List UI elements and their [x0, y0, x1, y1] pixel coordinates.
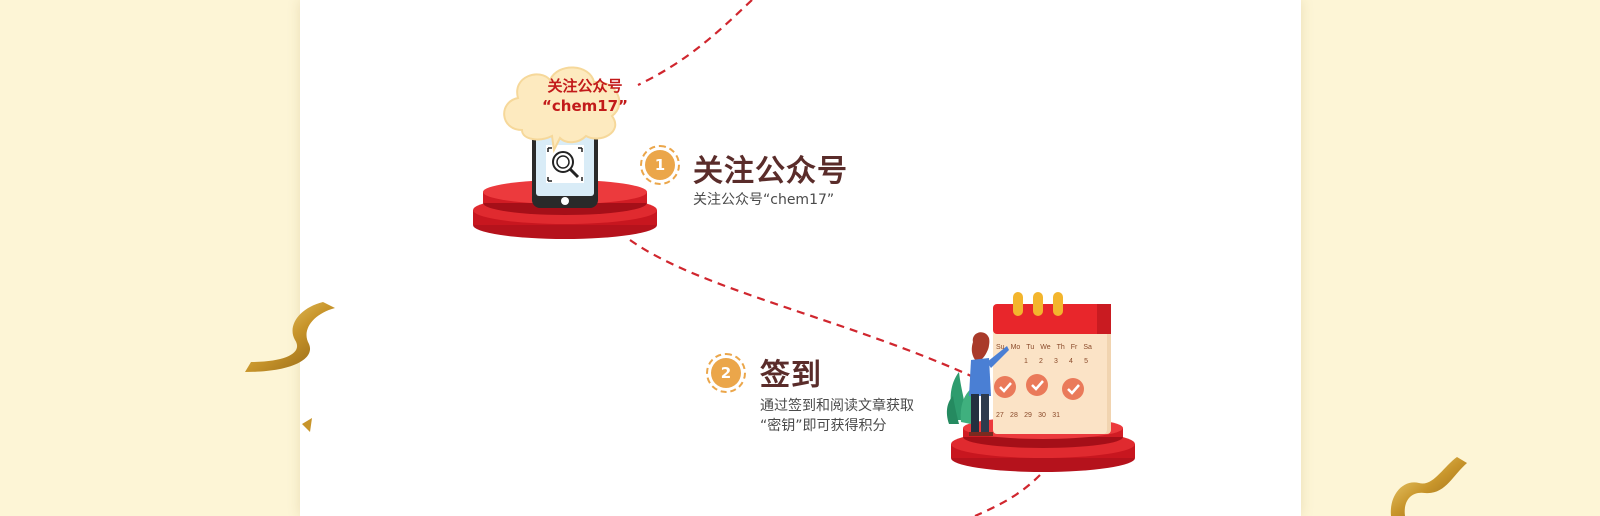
day-29: 29	[1024, 412, 1032, 419]
step-2-desc-line-2: “密钥”即可获得积分	[760, 418, 887, 434]
day-27: 27	[996, 412, 1004, 419]
day-5: 5	[1084, 358, 1088, 365]
day-30: 30	[1038, 412, 1046, 419]
calendar-checkin-icon	[946, 292, 1135, 472]
cloud-line-1: 关注公众号	[547, 77, 623, 95]
weekday-sa: Sa	[1083, 344, 1092, 351]
weekday-tu: Tu	[1026, 344, 1035, 351]
content-panel	[300, 0, 1301, 516]
day-2: 2	[1039, 358, 1043, 365]
calendar-row-last: 27 28 29 30 31	[996, 412, 1060, 419]
day-1: 1	[1024, 358, 1028, 365]
weekday-we: We	[1040, 344, 1051, 351]
calendar-weekdays: Su Mo Tu We Th Fr Sa	[996, 344, 1092, 351]
step-2-desc-line-1: 通过签到和阅读文章获取	[760, 398, 914, 414]
gold-ribbon-left-icon	[245, 302, 335, 372]
phone-qr-scan-icon	[473, 66, 657, 239]
weekday-su: Su	[996, 344, 1005, 351]
day-28: 28	[1010, 412, 1018, 419]
gold-ribbon-right-icon	[1390, 457, 1467, 516]
calendar-row-first: 1 2 3 4 5	[1024, 358, 1088, 365]
weekday-fr: Fr	[1070, 344, 1078, 351]
day-31: 31	[1052, 412, 1060, 419]
step-2-badge: 2	[706, 353, 746, 393]
cloud-speech-bubble: 关注公众号 “chem17”	[520, 76, 650, 116]
cloud-line-2: “chem17”	[542, 97, 628, 115]
step-1-badge: 1	[640, 145, 680, 185]
step-1-description: 关注公众号“chem17”	[693, 190, 834, 210]
weekday-mo: Mo	[1010, 344, 1021, 351]
step-2-title: 签到	[760, 358, 822, 393]
step-1-title: 关注公众号	[693, 154, 848, 189]
day-4: 4	[1069, 358, 1073, 365]
day-3: 3	[1054, 358, 1058, 365]
gold-ribbon-fragment-icon	[302, 418, 312, 432]
step-2-description: 通过签到和阅读文章获取 “密钥”即可获得积分	[760, 396, 914, 436]
weekday-th: Th	[1056, 344, 1065, 351]
step-1-desc-line: 关注公众号“chem17”	[693, 192, 835, 208]
